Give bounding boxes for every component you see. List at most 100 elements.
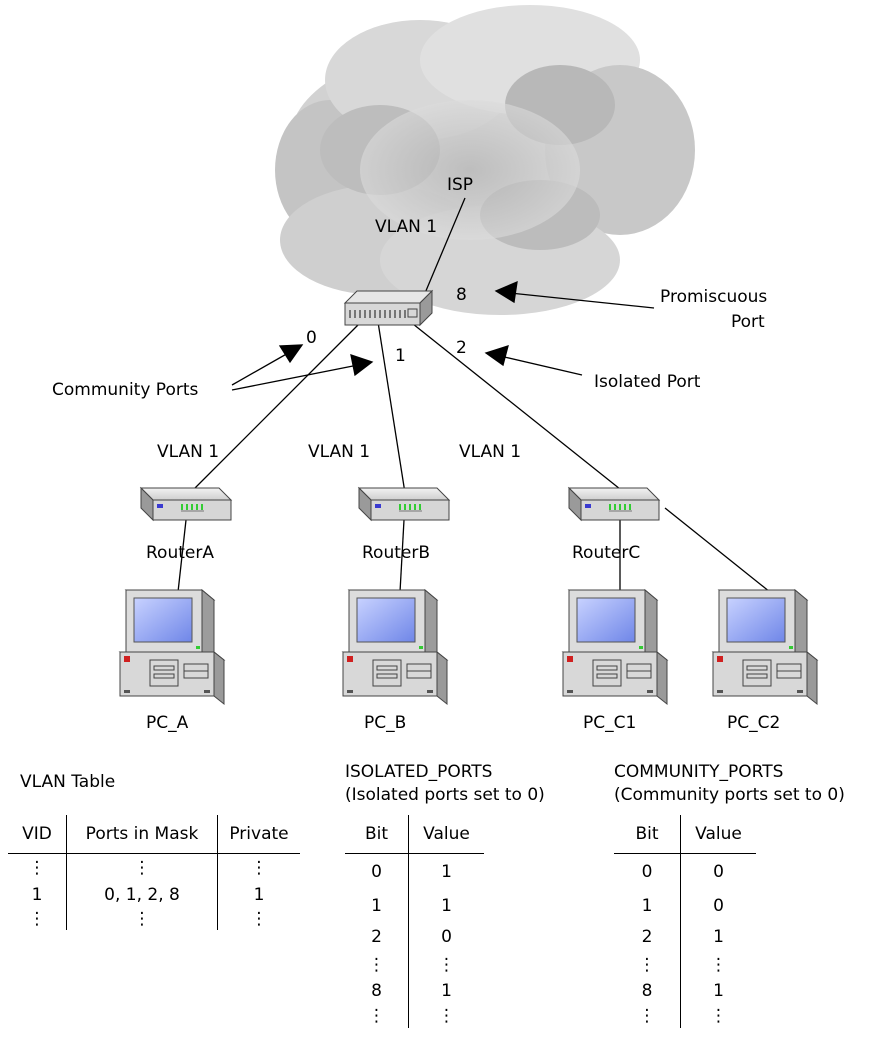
community-cell: 1 bbox=[713, 980, 724, 1001]
vlan-cell: 0, 1, 2, 8 bbox=[66, 881, 218, 908]
isp-cloud bbox=[275, 5, 695, 315]
link-router-b bbox=[377, 321, 406, 494]
link-pc-b bbox=[399, 519, 405, 593]
isolated-cell: ⋮ bbox=[438, 1005, 455, 1026]
link-b-vlan-label: VLAN 1 bbox=[308, 442, 370, 462]
isolated-cell: 1 bbox=[345, 889, 409, 922]
pc-a-icon bbox=[119, 589, 225, 705]
community-cell: 0 bbox=[713, 861, 724, 882]
community-cell: 1 bbox=[713, 926, 724, 947]
community-ports-title: COMMUNITY_PORTS bbox=[614, 762, 784, 782]
link-a-vlan-label: VLAN 1 bbox=[157, 442, 219, 462]
router-c-label: RouterC bbox=[572, 543, 640, 563]
vlan-cell: 1 bbox=[253, 884, 265, 905]
vlan-cell: ⋮ bbox=[66, 853, 218, 882]
table-row: ⋮ ⋮ ⋮ bbox=[8, 907, 300, 930]
isolated-ports-subtitle: (Isolated ports set to 0) bbox=[345, 785, 545, 805]
community-cell: 2 bbox=[614, 921, 681, 952]
community-cell: ⋮ bbox=[614, 951, 681, 978]
vlan-cell: ⋮ bbox=[8, 907, 67, 930]
vlan-table: VID Ports in Mask Private ⋮ ⋮ ⋮ 1 0, 1, … bbox=[8, 815, 300, 930]
pc-c2-label: PC_C2 bbox=[727, 713, 780, 733]
link-router-c bbox=[407, 319, 626, 494]
router-b-icon bbox=[358, 487, 450, 521]
vlan-cell: ⋮ bbox=[8, 853, 67, 882]
pc-a-label: PC_A bbox=[146, 713, 189, 733]
isolated-cell: 1 bbox=[441, 980, 452, 1001]
link-pc-c2 bbox=[664, 507, 771, 593]
pc-b-icon bbox=[342, 589, 448, 705]
network-diagram: ISP VLAN 1 8 0 1 2 Promiscuous Port Comm… bbox=[52, 5, 818, 733]
port-0-label: 0 bbox=[306, 328, 317, 348]
vlan-header-ports: Ports in Mask bbox=[66, 815, 218, 854]
pc-c1-label: PC_C1 bbox=[583, 713, 636, 733]
link-pc-a bbox=[177, 519, 187, 593]
community-cell: 0 bbox=[614, 853, 681, 890]
table-row: ⋮ ⋮ ⋮ bbox=[8, 853, 300, 882]
isolated-header-value: Value bbox=[408, 815, 484, 854]
vlan-cell: ⋮ bbox=[250, 908, 268, 929]
isolated-cell: 1 bbox=[441, 895, 452, 916]
link-c-vlan-label: VLAN 1 bbox=[459, 442, 521, 462]
isolated-cell: 1 bbox=[441, 861, 452, 882]
community-cell: 8 bbox=[614, 977, 681, 1004]
uplink-vlan-label: VLAN 1 bbox=[375, 217, 437, 237]
isolated-port-label: Isolated Port bbox=[594, 372, 701, 392]
vlan-cell: ⋮ bbox=[250, 857, 268, 878]
isolated-ports-title: ISOLATED_PORTS bbox=[345, 762, 493, 782]
pc-b-label: PC_B bbox=[364, 713, 406, 733]
community-cell: ⋮ bbox=[710, 954, 727, 975]
promiscuous-label-line1: Promiscuous bbox=[660, 287, 767, 307]
pc-c1-icon bbox=[562, 589, 668, 705]
uplink-line bbox=[419, 197, 466, 306]
community-cell: 0 bbox=[713, 895, 724, 916]
port-2-label: 2 bbox=[456, 338, 467, 358]
switch bbox=[343, 289, 434, 327]
table-row: ⋮⋮ bbox=[345, 951, 484, 978]
pc-c2-icon bbox=[712, 589, 818, 705]
community-header-value: Value bbox=[680, 815, 756, 854]
isolated-cell: ⋮ bbox=[345, 1003, 409, 1028]
vlan-cell: ⋮ bbox=[66, 907, 218, 930]
link-router-a bbox=[182, 317, 366, 501]
links bbox=[177, 197, 771, 593]
promiscuous-label-line2: Port bbox=[731, 312, 765, 332]
community-cell: ⋮ bbox=[710, 1005, 727, 1026]
isolated-cell: ⋮ bbox=[438, 954, 455, 975]
router-a-label: RouterA bbox=[146, 543, 214, 563]
community-cell: 1 bbox=[614, 889, 681, 922]
callout-arrows bbox=[231, 280, 655, 391]
isolated-header-bit: Bit bbox=[345, 815, 409, 854]
table-row: 1 0, 1, 2, 8 1 bbox=[8, 881, 300, 908]
table-row: ⋮⋮ bbox=[345, 1003, 484, 1028]
port-8-label: 8 bbox=[456, 285, 467, 305]
community-ports-subtitle: (Community ports set to 0) bbox=[614, 785, 845, 805]
vlan-header-private: Private bbox=[217, 815, 300, 854]
isolated-cell: 0 bbox=[441, 926, 452, 947]
isolated-cell: 2 bbox=[345, 921, 409, 952]
router-a-icon bbox=[140, 487, 232, 521]
isolated-cell: ⋮ bbox=[345, 951, 409, 978]
vlan-cell: 1 bbox=[8, 881, 67, 908]
table-row: ⋮⋮ bbox=[614, 1003, 756, 1028]
isolated-cell: 0 bbox=[345, 853, 409, 890]
isolated-cell: 8 bbox=[345, 977, 409, 1004]
community-ports-label: Community Ports bbox=[52, 380, 198, 400]
community-cell: ⋮ bbox=[614, 1003, 681, 1028]
vlan-header-vid: VID bbox=[8, 815, 67, 854]
vlan-table-title: VLAN Table bbox=[20, 772, 116, 792]
table-row: ⋮⋮ bbox=[614, 951, 756, 978]
community-header-bit: Bit bbox=[614, 815, 681, 854]
router-b-label: RouterB bbox=[362, 543, 430, 563]
port-1-label: 1 bbox=[395, 346, 406, 366]
isp-label: ISP bbox=[447, 175, 473, 195]
